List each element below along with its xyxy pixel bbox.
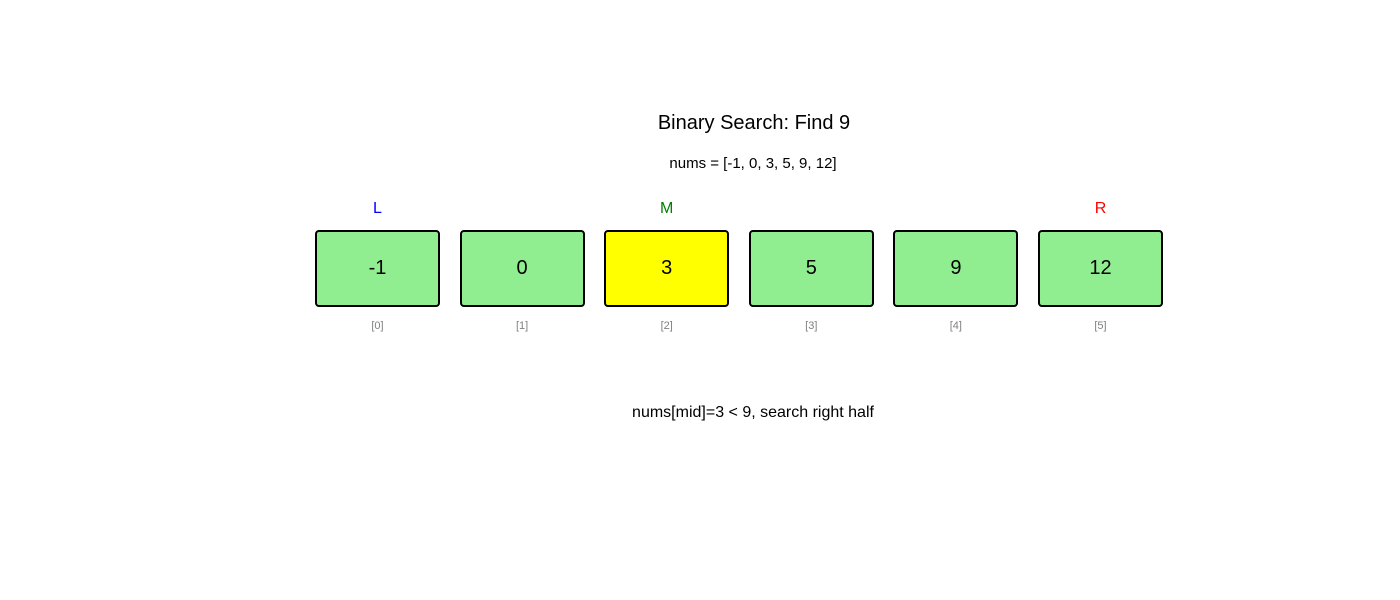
array-value: 5	[805, 257, 817, 279]
array-cell: 5 [3]	[748, 196, 874, 333]
array-cell: 9 [4]	[893, 196, 1019, 333]
array-box: -1	[315, 230, 440, 307]
array-value: 12	[1089, 257, 1112, 279]
status-text: nums[mid]=3 < 9, search right half	[632, 404, 874, 421]
array-value: 3	[661, 257, 673, 279]
array-cell: 0 [1]	[459, 196, 585, 333]
array-cell: L -1 [0]	[315, 196, 440, 333]
index-label: [2]	[660, 320, 673, 332]
array-cell: R 12 [5]	[1037, 196, 1163, 333]
page-title: Binary Search: Find 9	[657, 112, 851, 134]
index-label: [1]	[515, 320, 529, 332]
array-cell: M 3 [2]	[604, 196, 730, 333]
mid-pointer-label: M	[660, 200, 674, 217]
index-label: [5]	[1094, 320, 1107, 332]
array-box-mid-highlighted: 3	[604, 230, 730, 307]
index-label: [3]	[805, 320, 818, 332]
array-literal-text: nums = [-1, 0, 3, 5, 9, 12]	[669, 155, 837, 172]
array-value: 0	[516, 257, 528, 279]
index-label: [4]	[949, 320, 962, 332]
right-pointer-label: R	[1094, 200, 1107, 217]
index-label: [0]	[371, 320, 384, 332]
array-row: L -1 [0] 0 [1] M 3 [2] 5 [3]	[315, 196, 1163, 333]
array-box: 0	[459, 230, 585, 307]
array-box: 5	[748, 230, 874, 307]
array-value: -1	[368, 257, 387, 279]
array-box: 9	[893, 230, 1019, 307]
array-box: 12	[1037, 230, 1163, 307]
left-pointer-label: L	[373, 200, 382, 217]
array-value: 9	[950, 257, 962, 279]
